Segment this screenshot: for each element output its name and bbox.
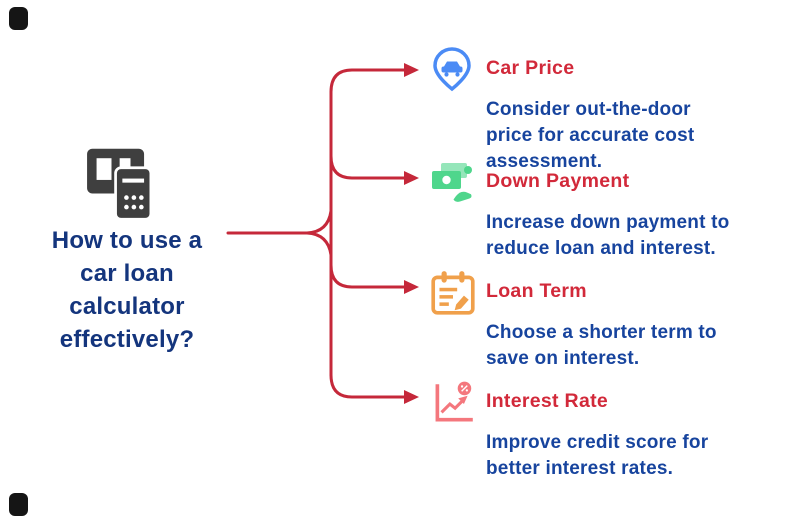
calculator-documents-icon xyxy=(85,146,157,227)
rate-chart-icon xyxy=(428,378,476,426)
branch-description: Choose a shorter term to save on interes… xyxy=(486,322,717,369)
calendar-icon xyxy=(428,268,476,316)
central-topic-title: How to use a car loan calculator effecti… xyxy=(51,227,203,353)
branch-description: Consider out-the-door price for accurate… xyxy=(486,99,695,172)
frame-corner-top-left xyxy=(9,7,28,30)
branch-description: Increase down payment to reduce loan and… xyxy=(486,212,730,259)
branch-label: Loan Term xyxy=(486,280,587,302)
branch-description: Improve credit score for better interest… xyxy=(486,432,709,479)
branch-down-payment: Down Payment Increase down payment to re… xyxy=(428,158,778,268)
frame-corner-bottom-left xyxy=(9,493,28,516)
branch-label: Down Payment xyxy=(486,170,630,192)
branch-car-price: Car Price Consider out-the-door price fo… xyxy=(428,45,778,172)
branch-interest-rate: Interest Rate Improve credit score for b… xyxy=(428,378,778,488)
branch-loan-term: Loan Term Choose a shorter term to save … xyxy=(428,268,778,378)
car-location-pin-icon xyxy=(428,45,476,93)
branch-label: Interest Rate xyxy=(486,390,609,412)
branch-label: Car Price xyxy=(486,57,575,79)
cash-payment-icon xyxy=(428,158,476,206)
